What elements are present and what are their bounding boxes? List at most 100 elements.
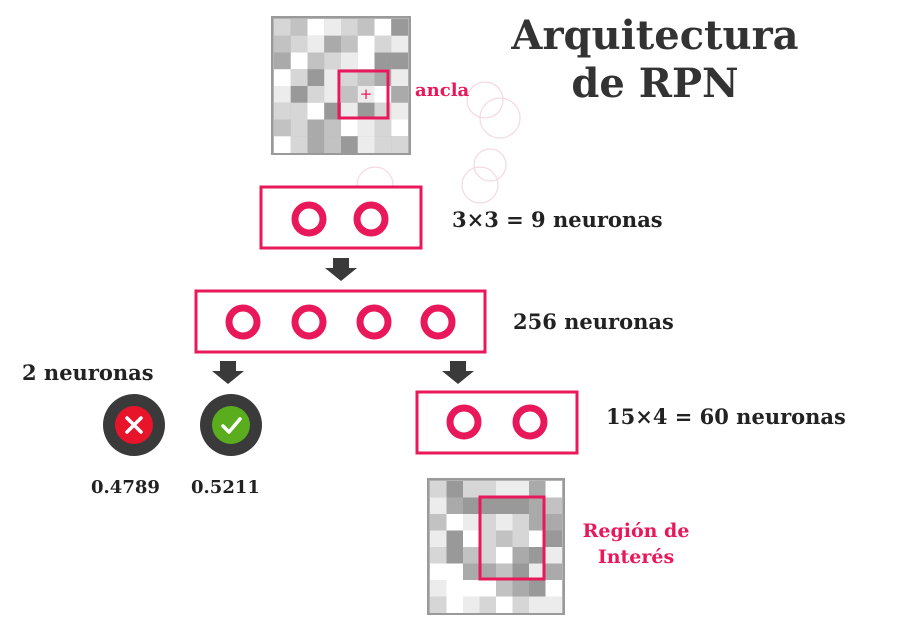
roi-label: Región de Interés — [566, 518, 706, 570]
grid-cell — [274, 35, 291, 53]
grid-cell — [446, 514, 463, 531]
grid-cell — [374, 52, 392, 70]
layer2-label: 256 neuronas — [513, 309, 674, 334]
grid-cell — [341, 69, 358, 86]
grid-cell — [307, 86, 325, 103]
roi-label-line-2: Interés — [597, 546, 675, 568]
grid-cell — [290, 86, 308, 103]
output-grid-cells — [430, 481, 562, 613]
neuron-icon — [353, 201, 389, 237]
neuron-icon — [225, 304, 261, 340]
grid-cell — [430, 580, 447, 597]
grid-cell — [357, 86, 375, 103]
grid-cell — [496, 563, 513, 580]
grid-cell — [357, 119, 375, 137]
layer1-box — [259, 185, 423, 250]
grid-cell — [463, 497, 480, 514]
arrow-down-icon — [325, 258, 357, 281]
grid-cell — [341, 19, 358, 36]
grid-cell — [545, 481, 562, 498]
grid-cell — [446, 596, 463, 613]
neuron-icon — [420, 304, 456, 340]
grid-cell — [290, 102, 308, 120]
arrow-down-icon — [212, 361, 244, 384]
grid-cell — [290, 52, 308, 70]
neuron-icon — [291, 201, 327, 237]
grid-cell — [341, 52, 358, 70]
neuron-icon — [291, 304, 327, 340]
grid-cell — [545, 547, 562, 564]
grid-cell — [357, 102, 375, 120]
grid-cell — [479, 580, 496, 597]
roi-window — [478, 495, 546, 581]
regression-box — [415, 390, 579, 455]
neuron-icon — [512, 404, 548, 440]
grid-cell — [357, 35, 375, 53]
grid-cell — [529, 530, 546, 547]
grid-cell — [529, 514, 546, 531]
grid-cell — [430, 530, 447, 547]
grid-cell — [357, 52, 375, 70]
title-line-1: Arquitectura — [511, 12, 799, 59]
grid-cell — [446, 563, 463, 580]
grid-cell — [512, 580, 529, 597]
grid-cell — [307, 102, 325, 120]
grid-cell — [512, 547, 529, 564]
grid-cell — [529, 547, 546, 564]
arrow-down-icon — [442, 361, 474, 384]
grid-cell — [307, 35, 325, 53]
title-line-2: de RPN — [571, 60, 739, 107]
grid-cell — [496, 481, 513, 498]
grid-cell — [324, 102, 341, 120]
input-grid-cells — [274, 19, 408, 153]
grid-cell — [446, 580, 463, 597]
grid-cell — [391, 86, 408, 103]
grid-cell — [463, 547, 480, 564]
grid-cell — [357, 136, 375, 153]
grid-cell — [430, 497, 447, 514]
grid-cell — [324, 35, 341, 53]
grid-cell — [430, 481, 447, 498]
anchor-label: ancla — [415, 80, 470, 101]
grid-cell — [341, 86, 358, 103]
grid-cell — [324, 119, 341, 137]
grid-cell — [430, 514, 447, 531]
grid-cell — [430, 596, 447, 613]
regression-neurons — [446, 404, 548, 440]
grid-cell — [529, 596, 546, 613]
grid-cell — [545, 530, 562, 547]
grid-cell — [446, 481, 463, 498]
grid-cell — [391, 136, 408, 153]
positive-score-value: 0.5211 — [191, 477, 260, 498]
grid-cell — [290, 119, 308, 137]
neuron-icon — [356, 304, 392, 340]
grid-cell — [463, 514, 480, 531]
grid-cell — [324, 19, 341, 36]
roi-label-line-1: Región de — [582, 520, 690, 542]
grid-cell — [357, 69, 375, 86]
grid-cell — [479, 596, 496, 613]
grid-cell — [290, 69, 308, 86]
grid-cell — [391, 19, 408, 36]
grid-cell — [529, 497, 546, 514]
negative-score-value: 0.4789 — [91, 477, 160, 498]
grid-cell — [391, 52, 408, 70]
grid-cell — [324, 86, 341, 103]
grid-cell — [274, 19, 291, 36]
grid-cell — [307, 19, 325, 36]
grid-cell — [463, 481, 480, 498]
grid-cell — [529, 563, 546, 580]
grid-cell — [290, 35, 308, 53]
grid-cell — [274, 86, 291, 103]
grid-cell — [479, 514, 496, 531]
output-feature-map — [427, 478, 565, 615]
grid-cell — [496, 596, 513, 613]
grid-cell — [529, 580, 546, 597]
grid-cell — [479, 547, 496, 564]
grid-cell — [496, 547, 513, 564]
grid-cell — [463, 596, 480, 613]
layer1-neurons — [291, 201, 389, 237]
grid-cell — [391, 119, 408, 137]
grid-cell — [496, 530, 513, 547]
